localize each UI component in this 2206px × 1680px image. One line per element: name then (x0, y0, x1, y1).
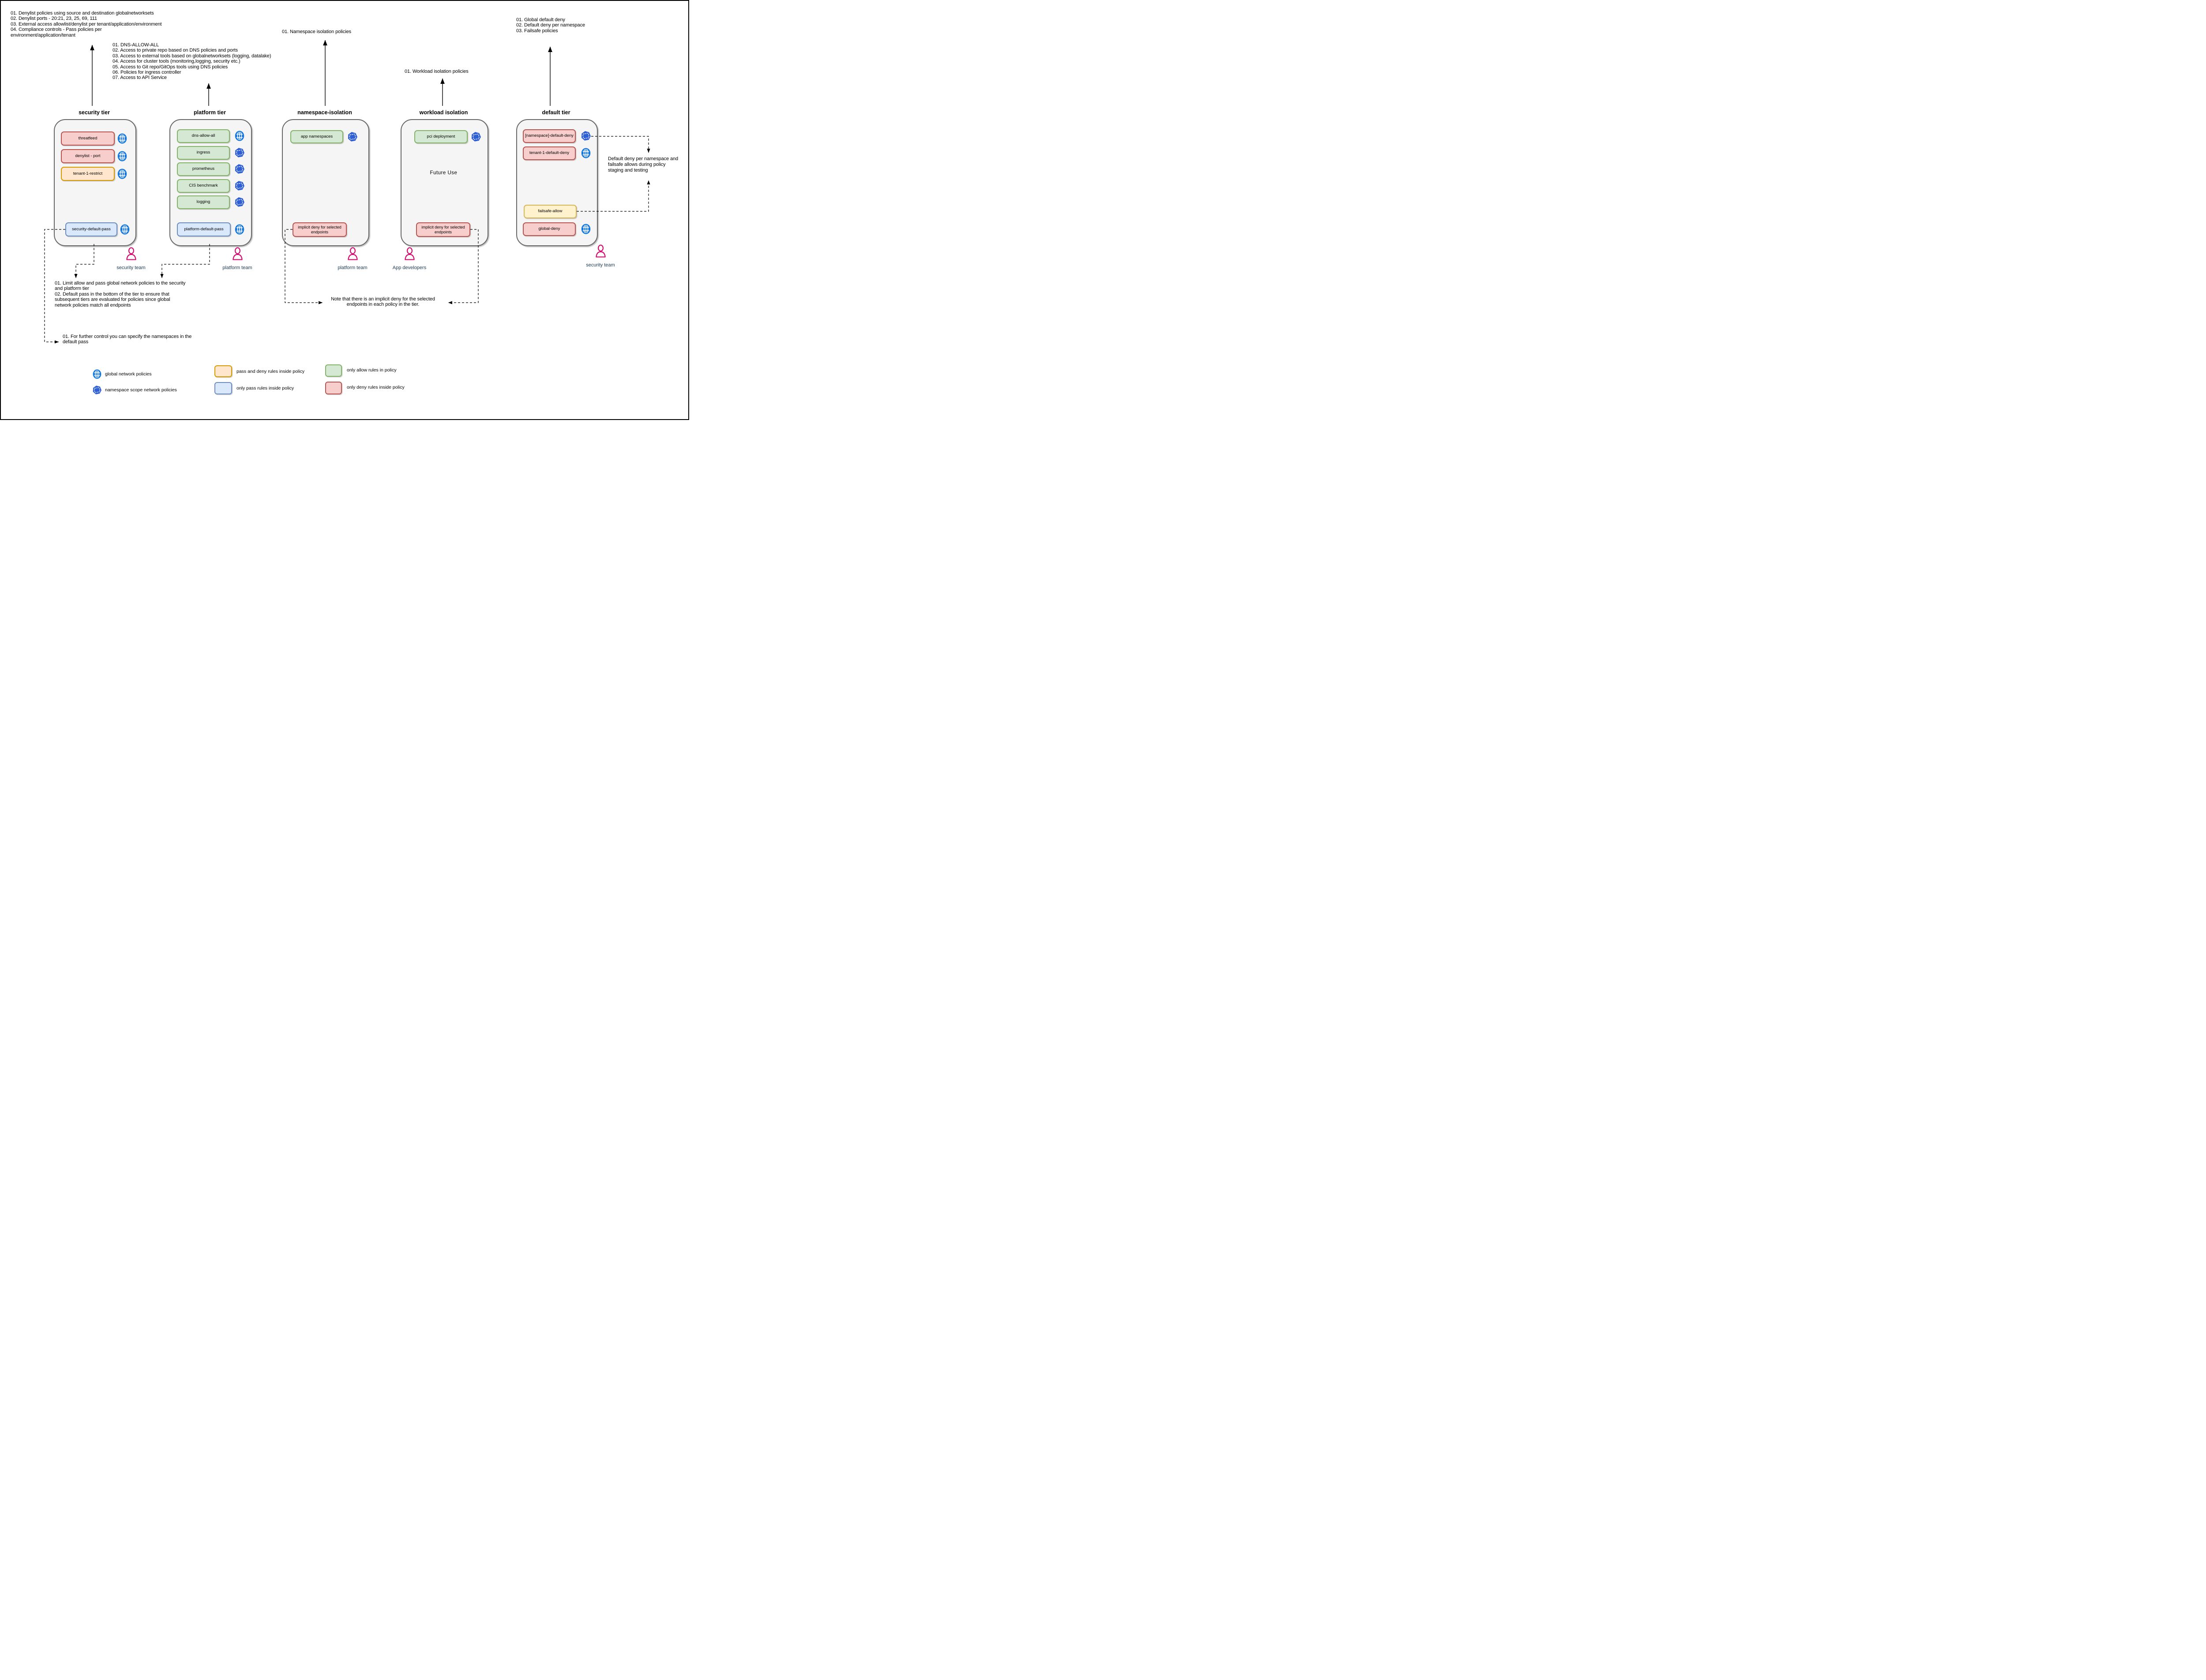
person-icon (404, 247, 416, 261)
person-icon (232, 247, 244, 261)
namespace-icon (347, 131, 358, 142)
globe-icon (581, 148, 591, 158)
globe-icon (92, 369, 102, 379)
policy-denylist-port: denylist - port (61, 149, 115, 163)
tier-title-security: security tier (79, 109, 110, 116)
team-label-platform-1: platform team (222, 265, 252, 270)
person-icon (595, 244, 607, 259)
policy-logging: logging (177, 195, 230, 209)
policy-global-deny: global-deny (523, 222, 576, 236)
legend-global-policies: global network policies (105, 371, 152, 377)
policy-tenant-1-default-deny: tenant-1-default-deny (523, 146, 576, 160)
tier-title-platform: platform tier (194, 109, 226, 116)
note-limit-allow-pass: 01. Limit allow and pass global network … (55, 281, 186, 308)
note-namespace-isolation: 01. Namespace isolation policies (282, 29, 351, 34)
globe-icon (120, 224, 130, 235)
legend-namespace-policies: namespace scope network policies (105, 387, 177, 393)
note-implicit-deny: Note that there is an implicit deny for … (331, 296, 435, 308)
policy-tenant-1-restrict: tenant-1-restrict (61, 167, 115, 181)
connector-default-deny-to-staging-note (591, 136, 650, 153)
tier-title-namespace: namespace-isolation (297, 109, 352, 116)
namespace-icon (471, 131, 481, 142)
legend-pass-deny-rules: pass and deny rules inside policy (236, 369, 305, 374)
legend-pass-rules: only pass rules inside policy (236, 386, 294, 391)
legend-swatch-deny (325, 382, 342, 394)
legend-allow-rules: only allow rules in policy (347, 368, 397, 373)
legend-swatch-allow (325, 364, 342, 377)
tier-title-workload: workload isolation (419, 109, 468, 116)
globe-icon (117, 133, 128, 144)
person-icon (125, 247, 137, 261)
note-platform-tier: 01. DNS-ALLOW-ALL 02. Access to private … (113, 42, 271, 81)
connector-security-tier-to-limit-note (74, 244, 94, 278)
policy-ingress: ingress (177, 146, 230, 160)
team-label-security-2: security team (586, 262, 615, 268)
legend-swatch-pass-deny (214, 365, 232, 377)
policy-platform-default-pass: platform-default-pass (177, 222, 231, 236)
note-workload-isolation: 01. Workload isolation policies (405, 69, 469, 74)
note-staging-testing: Default deny per namespace and failsafe … (608, 156, 679, 173)
namespace-icon (581, 131, 591, 141)
globe-icon (234, 131, 245, 141)
policy-implicit-deny-workload: implicit deny for selected endpoints (416, 222, 470, 237)
team-label-security-1: security team (116, 265, 146, 270)
network-policy-tier-diagram: 01. Denylist policies using source and d… (0, 0, 689, 420)
team-label-app-developers: App developers (392, 265, 427, 270)
policy-dns-allow-all: dns-allow-all (177, 129, 230, 143)
tier-title-default: default tier (542, 109, 570, 116)
globe-icon (117, 151, 128, 161)
namespace-icon (234, 164, 245, 174)
namespace-icon (92, 385, 102, 395)
note-default-tier: 01. Global default deny 02. Default deny… (516, 17, 585, 34)
policy-app-namespaces: app namespaces (290, 130, 343, 143)
legend-swatch-pass (214, 382, 232, 394)
team-label-platform-2: platform team (338, 265, 368, 270)
namespace-icon (234, 180, 245, 191)
namespace-icon (234, 147, 245, 158)
policy-prometheus: prometheus (177, 162, 230, 176)
namespace-icon (234, 197, 245, 207)
policy-implicit-deny-namespace: implicit deny for selected endpoints (293, 222, 347, 237)
note-further-control: 01. For further control you can specify … (63, 334, 192, 345)
globe-icon (117, 169, 128, 179)
policy-failsafe-allow: failsafe-allow (524, 205, 577, 218)
connector-platform-tier-to-limit-note (160, 244, 210, 278)
person-icon (347, 247, 359, 261)
policy-namespace-default-deny: [namespace]-default-deny (523, 129, 576, 143)
policy-threatfeed: threatfeed (61, 131, 115, 146)
globe-icon (234, 224, 245, 235)
future-use-label: Future Use (430, 170, 458, 176)
policy-pci-deployment: pci deployment (414, 130, 468, 143)
policy-security-default-pass: security-default-pass (65, 222, 117, 236)
note-security-tier: 01. Denylist policies using source and d… (11, 11, 162, 38)
policy-cis-benchmark: CIS benchmark (177, 179, 230, 193)
globe-icon (581, 224, 591, 234)
legend-deny-rules: only deny rules inside policy (347, 385, 405, 390)
